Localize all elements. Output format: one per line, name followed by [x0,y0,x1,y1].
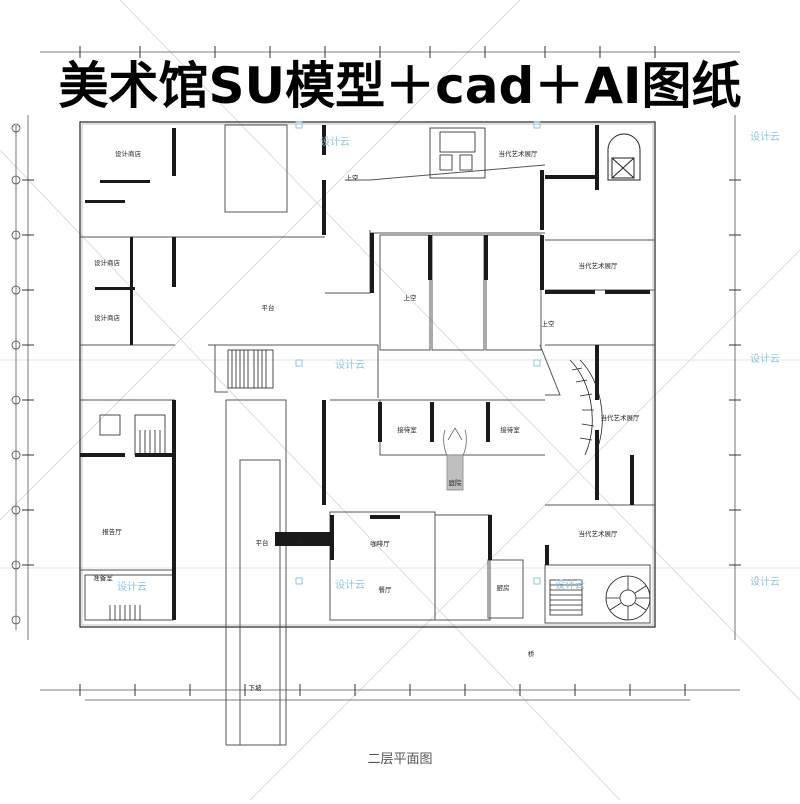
label-bridge: 桥 [297,538,304,547]
label-kitchen: 厨房 [497,583,510,592]
label-platform-center: 平台 [262,303,275,312]
label-bridge-lower: 桥 [528,649,535,658]
building-outline [79,121,656,628]
plan-caption: 二层平面图 [367,752,433,767]
label-lecture-hall: 报告厅 [102,527,122,536]
label-upper-void-right: 上空 [542,319,556,328]
curved-ramp [569,359,603,456]
stair-center [227,349,274,389]
stair-left [84,414,174,621]
watermark-7: 设计云 [555,578,585,591]
label-courtyard: 庭院 [449,478,463,487]
watermark-6: 设计云 [335,578,365,591]
watermark-2: 设计云 [750,130,780,143]
label-lower-ramp: 下坡 [249,683,263,692]
label-reception-left: 接待室 [397,425,417,434]
label-design-shop-mid: 设计商店 [94,258,121,267]
watermark-4: 设计云 [750,352,780,365]
stair-bottom-right [549,579,583,616]
label-cafe: 咖啡厅 [370,539,390,548]
courtyard-plant-icon [443,427,467,491]
partition-lines [80,124,655,746]
walls [80,125,650,620]
axis-bubbles [11,123,21,625]
label-reception-right: 接待室 [500,425,520,434]
label-upper-void-top: 上空 [346,173,360,182]
label-upper-void-mid: 上空 [404,293,418,302]
label-design-shop-top: 设计商店 [115,149,142,158]
axis-ticks [22,46,741,696]
watermark-text: 设计云 设计云 设计云 设计云 设计云 设计云 设计云 设计云 [117,130,780,593]
room-labels: 设计商店 设计商店 设计商店 平台 平台 桥 桥 上空 上空 上空 当代艺术展厅… [93,149,640,692]
watermark-8: 设计云 [750,575,780,588]
dimension-lines [15,51,740,701]
label-prep-room: 准备室 [93,573,113,582]
label-platform-small: 平台 [256,538,269,547]
label-dining: 餐厅 [379,585,393,594]
stair-top [429,127,486,179]
spiral-stair [605,575,651,621]
label-contemporary-hall-4: 当代艺术展厅 [579,529,619,538]
watermark-3: 设计云 [335,358,365,371]
label-contemporary-hall-2: 当代艺术展厅 [579,261,619,270]
watermark-1: 设计云 [320,135,350,148]
label-design-shop-low: 设计商店 [94,313,121,322]
watermark-marks [295,121,541,585]
watermark-5: 设计云 [117,580,147,593]
label-contemporary-hall-1: 当代艺术展厅 [499,149,539,158]
label-contemporary-hall-3: 当代艺术展厅 [601,413,641,422]
elevator-top-right [607,133,641,181]
promo-title: 美术馆SU模型＋cad＋AI图纸 [58,57,742,115]
